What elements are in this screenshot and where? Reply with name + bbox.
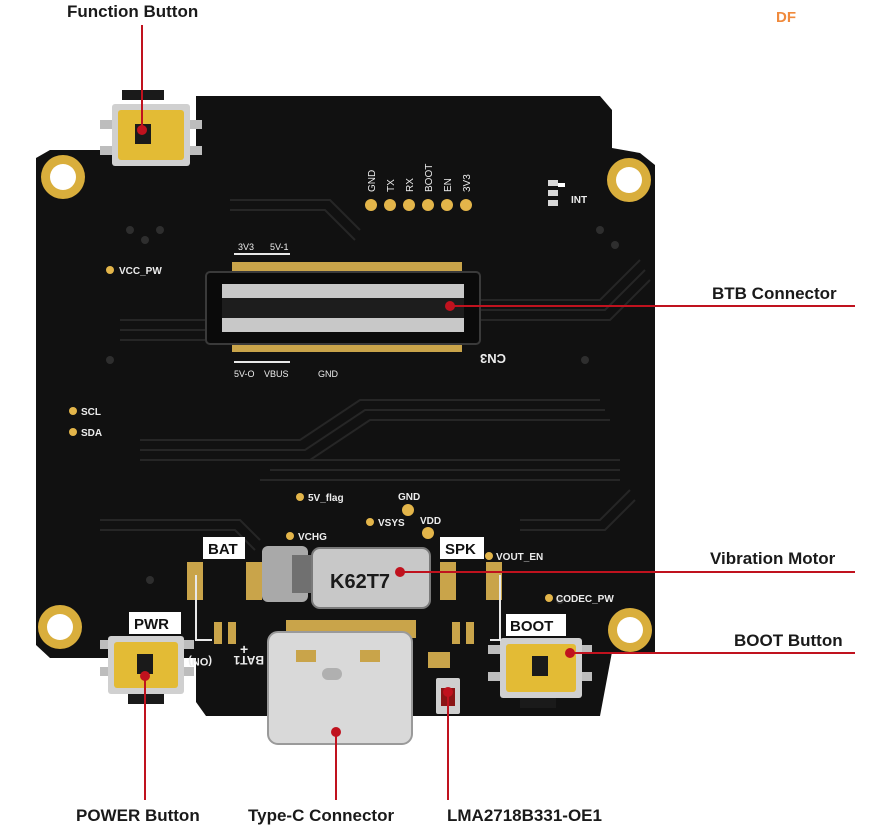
callout-lines — [141, 25, 855, 800]
callout-lma: LMA2718B331-OE1 — [447, 806, 602, 825]
label-plus: + — [240, 641, 248, 657]
vibration-motor — [262, 546, 431, 609]
boxed-labels: BAT SPK PWR BOOT — [129, 537, 566, 636]
label-boot: BOOT — [510, 618, 553, 635]
label-3v3: 3V3 — [238, 242, 254, 252]
callout-dots — [137, 125, 575, 737]
header-pin-boot: BOOT — [424, 164, 435, 192]
label-bat1: BAT1 — [233, 653, 264, 667]
header-pin-gnd: GND — [367, 170, 378, 192]
mounting-holes — [38, 155, 652, 652]
label-motor-marking: K62T7 — [330, 571, 390, 593]
label-gnd-btb: GND — [318, 369, 339, 379]
callout-power-button: POWER Button — [76, 806, 200, 825]
label-vchg: VCHG — [298, 532, 327, 543]
callout-btb-connector: BTB Connector — [712, 284, 837, 303]
label-sda: SDA — [81, 428, 102, 439]
header-pads — [365, 199, 472, 211]
header-pin-3v3: 3V3 — [462, 174, 473, 192]
label-vsys: VSYS — [378, 518, 405, 529]
label-cn3: CN3 — [480, 351, 506, 366]
callout-function-button: Function Button — [67, 2, 199, 21]
header-pin-en: EN — [443, 178, 454, 192]
label-spk: SPK — [445, 541, 476, 558]
label-5v-o: 5V-O — [234, 369, 255, 379]
pcb-vias — [106, 226, 619, 604]
header-pin-rx: RX — [405, 178, 416, 192]
callout-typec-connector: Type-C Connector — [248, 806, 395, 825]
label-scl: SCL — [81, 407, 101, 418]
label-int: INT — [571, 195, 587, 206]
power-button — [100, 636, 194, 704]
header-pin-tx: TX — [386, 179, 397, 192]
pcb-board — [36, 96, 655, 716]
function-button — [100, 90, 202, 166]
silkscreen-lines — [195, 253, 501, 641]
label-vout-en: VOUT_EN — [496, 552, 543, 563]
pcb-traces — [100, 199, 651, 551]
int-pads — [548, 180, 565, 206]
label-vdd: VDD — [420, 516, 441, 527]
label-pwr: PWR — [134, 616, 169, 633]
label-vcc-pw: VCC_PW — [119, 266, 162, 277]
test-pads — [69, 266, 553, 602]
label-on: (ON) — [188, 655, 212, 667]
watermark-logo: DF — [776, 9, 796, 26]
label-5v-1: 5V-1 — [270, 242, 289, 252]
label-gnd-mid: GND — [398, 492, 420, 503]
typec-connector — [267, 620, 416, 745]
label-bat: BAT — [208, 541, 238, 558]
callout-boot-button: BOOT Button — [734, 631, 843, 650]
btb-connector — [205, 262, 481, 352]
label-5v-flag: 5V_flag — [308, 493, 344, 504]
label-vbus: VBUS — [264, 369, 289, 379]
callout-vibration-motor: Vibration Motor — [710, 549, 836, 568]
boot-button — [488, 638, 592, 708]
label-codec-pw: CODEC_PW — [556, 594, 614, 605]
